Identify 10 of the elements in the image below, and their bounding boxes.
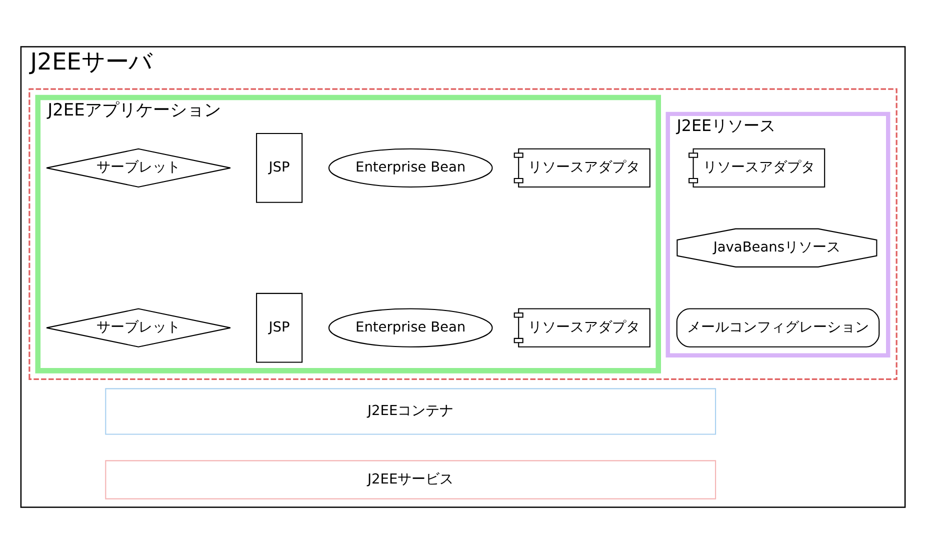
- node-box: JSP: [256, 133, 303, 203]
- node-ellipse: Enterprise Bean: [328, 148, 493, 188]
- cluster: [28, 88, 898, 380]
- node-box: J2EEコンテナ: [105, 388, 716, 435]
- node-box: メールコンフィグレーション: [676, 308, 880, 348]
- node-box: J2EEサービス: [105, 460, 716, 500]
- node-box: JSP: [256, 292, 303, 363]
- node-diamond: サーブレット: [46, 148, 231, 188]
- node-ellipse: Enterprise Bean: [328, 308, 493, 348]
- node-diamond: サーブレット: [46, 308, 231, 348]
